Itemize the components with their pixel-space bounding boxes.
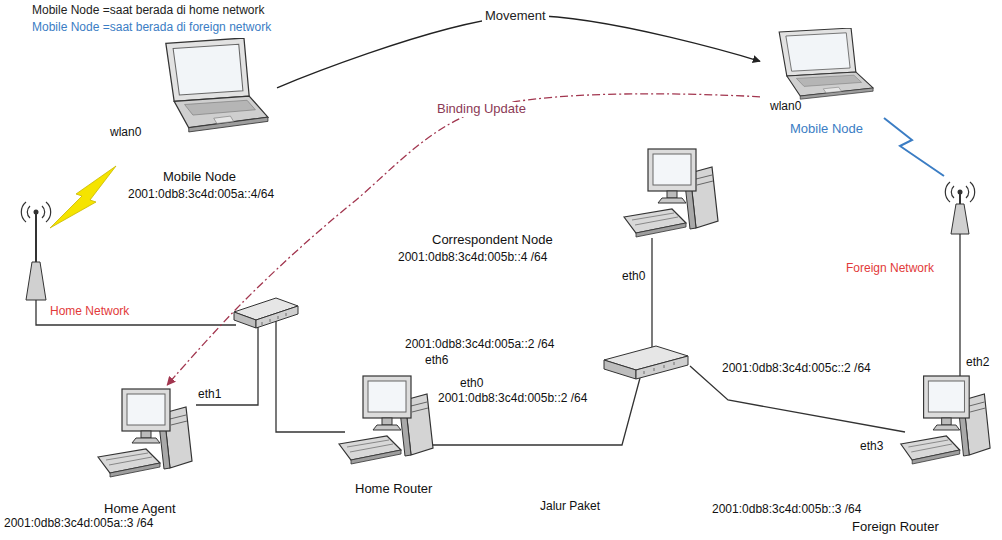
computer-icon <box>335 372 435 467</box>
interface-name: eth6 <box>425 354 448 368</box>
cable <box>651 238 652 352</box>
ip-address: 2001:0db8:3c4d:005b::2 /64 <box>438 392 587 406</box>
network-name: Foreign Network <box>846 262 934 276</box>
home-switch <box>234 298 298 328</box>
cable <box>690 366 905 432</box>
home-access-point <box>21 202 50 300</box>
network-name: Home Network <box>50 305 129 319</box>
interface-name: wlan0 <box>770 100 801 114</box>
laptop-icon <box>145 38 270 133</box>
legend-note: Mobile Node =saat berada di foreign netw… <box>32 21 271 35</box>
binding-update-arrow <box>167 94 760 385</box>
foreign-router: Foreign Router <box>852 372 994 537</box>
connector-label: Movement <box>482 9 549 24</box>
home-agent: Home Agent2001:0db8:3c4d:005a::3 /64 <box>4 385 196 533</box>
mobile-node: Mobile Node2001:0db8:3c4d:005a::4/64 <box>120 38 277 204</box>
device-name: Home Agent <box>104 502 176 517</box>
device-name: Mobile Node <box>790 122 863 137</box>
ip-address: 2001:0db8:3c4d:005c::2 /64 <box>722 362 871 376</box>
ip-address: 2001:0db8:3c4d:005b::3 /64 <box>712 503 861 517</box>
legend-note: Mobile Node =saat berada di home network <box>32 4 264 18</box>
ip-address: 2001:0db8:3c4d:005b::4 /64 <box>398 251 547 265</box>
device-name: Mobile Node <box>163 170 236 185</box>
computer-icon <box>897 372 992 467</box>
mobile-node: Mobile Node <box>760 28 877 139</box>
foreign-access-point <box>945 182 974 234</box>
interface-name: eth2 <box>966 356 989 370</box>
device-name: Correspondent Node <box>432 233 553 248</box>
device-name: Foreign Router <box>852 520 939 535</box>
path-label: Jalur Paket <box>540 500 600 514</box>
ip-address: 2001:0db8:3c4d:005a::2 /64 <box>405 338 554 352</box>
interface-name: wlan0 <box>110 126 141 140</box>
interface-name: eth1 <box>198 388 221 402</box>
cable <box>430 378 640 445</box>
cable <box>959 232 960 380</box>
connector-label: Binding Update <box>434 102 529 117</box>
cable <box>196 322 258 405</box>
home-router: Home Router <box>335 372 437 499</box>
ip-address: 2001:0db8:3c4d:005a::4/64 <box>128 188 274 202</box>
laptop-icon <box>760 28 875 100</box>
device-name: Home Router <box>355 482 432 497</box>
cable <box>36 300 236 325</box>
computer-icon <box>94 385 194 480</box>
ip-address: 2001:0db8:3c4d:005a::3 /64 <box>4 517 153 531</box>
computer-icon <box>620 145 720 240</box>
interface-name: eth3 <box>860 440 883 454</box>
cable <box>276 320 345 432</box>
wireless-bolt <box>50 166 116 228</box>
correspondent-node: Correspondent Node2001:0db8:3c4d:005b::4… <box>398 145 722 267</box>
movement-arrow <box>277 16 760 88</box>
interface-name: eth0 <box>622 270 645 284</box>
wireless-bolt <box>884 118 944 176</box>
interface-name: eth0 <box>460 377 483 391</box>
middle-switch <box>604 346 688 379</box>
